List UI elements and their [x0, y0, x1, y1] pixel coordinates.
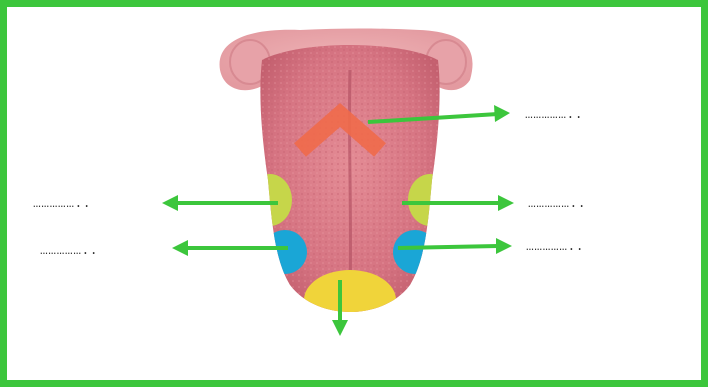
label-blank-back-right: ……………..	[525, 108, 583, 122]
sweet-zone	[304, 270, 396, 330]
median-groove	[349, 70, 350, 300]
salty-zone-left	[263, 230, 307, 274]
label-blank-side-right-lower: ……………..	[526, 240, 584, 254]
label-blank-side-left-lower: ……………..	[40, 244, 98, 258]
arrow-side-left-lower	[172, 240, 288, 256]
salty-zone-right	[393, 230, 437, 274]
label-blank-side-right-upper: ……………..	[528, 197, 586, 211]
sour-zone-left	[248, 174, 292, 226]
label-blank-side-left-upper: ……………..	[33, 197, 91, 211]
sour-zone-right	[408, 174, 452, 226]
arrow-side-left-upper	[162, 195, 278, 211]
